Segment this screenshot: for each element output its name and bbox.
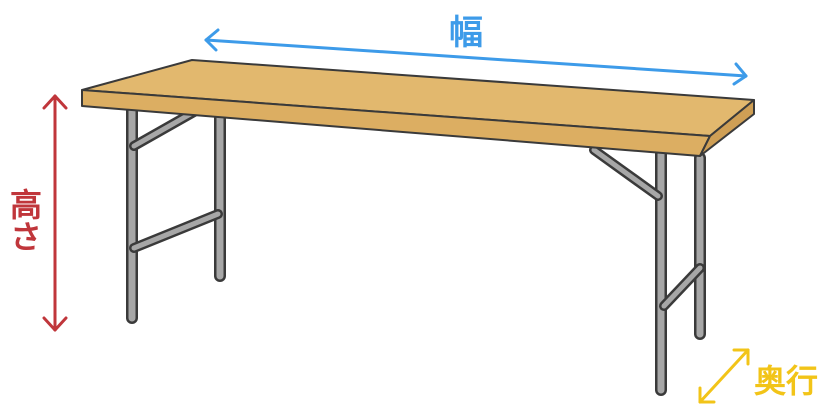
table-legs: [126, 102, 706, 396]
depth-dimension-arrow: [698, 348, 750, 404]
table-top: [81, 59, 755, 157]
height-dimension-arrow: [42, 94, 68, 332]
depth-label: 奥行: [754, 362, 818, 400]
width-dimension-arrow: [204, 28, 748, 86]
height-label: 高さ: [5, 188, 43, 252]
table-top-side-edge: [699, 99, 755, 157]
width-label: 幅: [449, 13, 483, 53]
